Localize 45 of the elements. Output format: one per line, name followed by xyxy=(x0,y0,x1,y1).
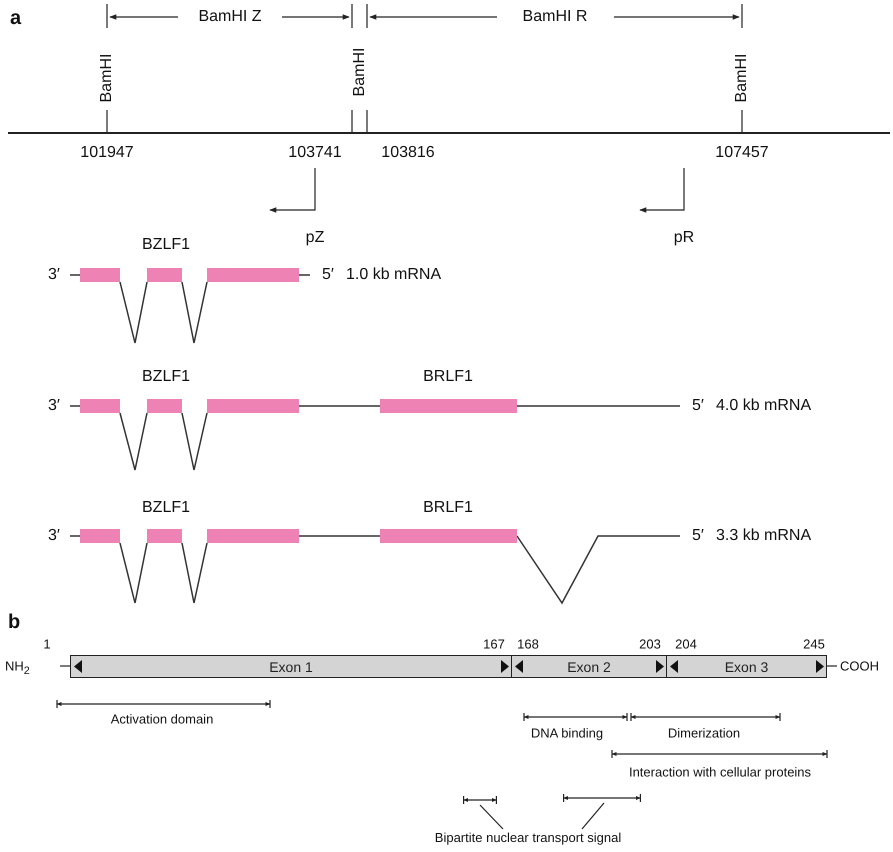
promoter-label: pZ xyxy=(306,230,324,246)
coordinate-label: 103741 xyxy=(288,145,342,161)
leader-line xyxy=(480,804,504,830)
panel-letter: b xyxy=(8,612,20,632)
site-label: BamHI xyxy=(734,54,750,102)
terminus-label: COOH xyxy=(840,660,879,672)
residue-number: 245 xyxy=(803,638,825,650)
residue-number: 203 xyxy=(639,638,661,650)
residue-number: 204 xyxy=(675,638,697,650)
domain-label: Dimerization xyxy=(668,726,740,740)
coordinate-label: 107457 xyxy=(715,145,769,161)
end-label: 5′ xyxy=(692,398,704,414)
fragment-label: BamHI R xyxy=(522,9,588,25)
gene-label: BRLF1 xyxy=(423,369,473,385)
exon-segment: Exon 2 xyxy=(511,655,667,678)
residue-number: 1 xyxy=(43,638,51,650)
leader-line xyxy=(582,802,604,830)
end-label: 3′ xyxy=(48,398,60,414)
residue-number: 167 xyxy=(483,638,505,650)
panel-letter: a xyxy=(10,8,22,28)
gene-label: BRLF1 xyxy=(423,500,473,516)
promoter-label: pR xyxy=(674,230,694,246)
gene-label: BZLF1 xyxy=(142,369,190,385)
exon-segment: Exon 1 xyxy=(70,655,512,678)
end-label: 5′ xyxy=(692,528,704,544)
residue-number: 168 xyxy=(517,638,539,650)
transcript-label: 3.3 kb mRNA xyxy=(716,528,812,544)
terminus-label: NH$_{2}$ xyxy=(5,659,30,677)
exon-segment: Exon 3 xyxy=(666,655,827,678)
site-label: BamHI xyxy=(99,54,115,102)
fragment-label: BamHI Z xyxy=(198,9,262,25)
end-label: 3′ xyxy=(48,267,60,283)
coordinate-label: 101947 xyxy=(80,145,134,161)
transcript-label: 1.0 kb mRNA xyxy=(346,267,442,283)
coordinate-label: 103816 xyxy=(381,145,435,161)
end-label: 5′ xyxy=(322,267,334,283)
domain-label: Interaction with cellular proteins xyxy=(628,766,812,778)
gene-label: BZLF1 xyxy=(142,500,190,516)
end-label: 3′ xyxy=(48,528,60,544)
site-label: BamHI xyxy=(352,48,368,96)
gene-label: BZLF1 xyxy=(142,237,190,253)
domain-label: DNA binding xyxy=(530,726,604,740)
domain-label: Activation domain xyxy=(110,712,214,726)
annotation-text: Bipartite nuclear transport signal xyxy=(400,829,656,847)
transcript-label: 4.0 kb mRNA xyxy=(716,398,812,414)
